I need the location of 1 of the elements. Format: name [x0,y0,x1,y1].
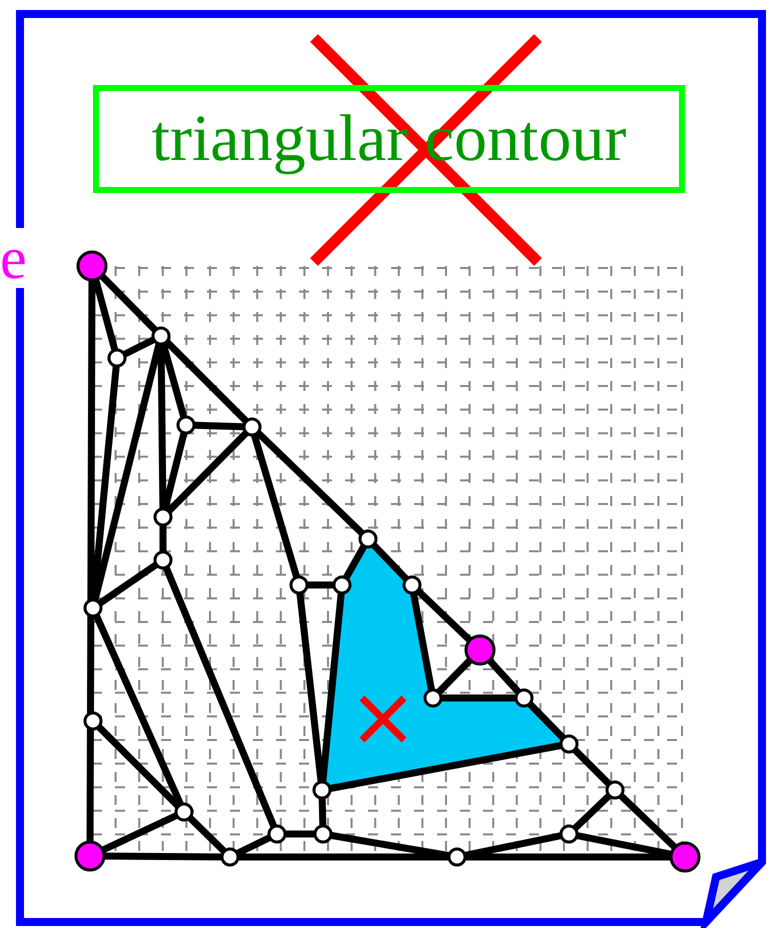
label-text: e [0,228,27,288]
